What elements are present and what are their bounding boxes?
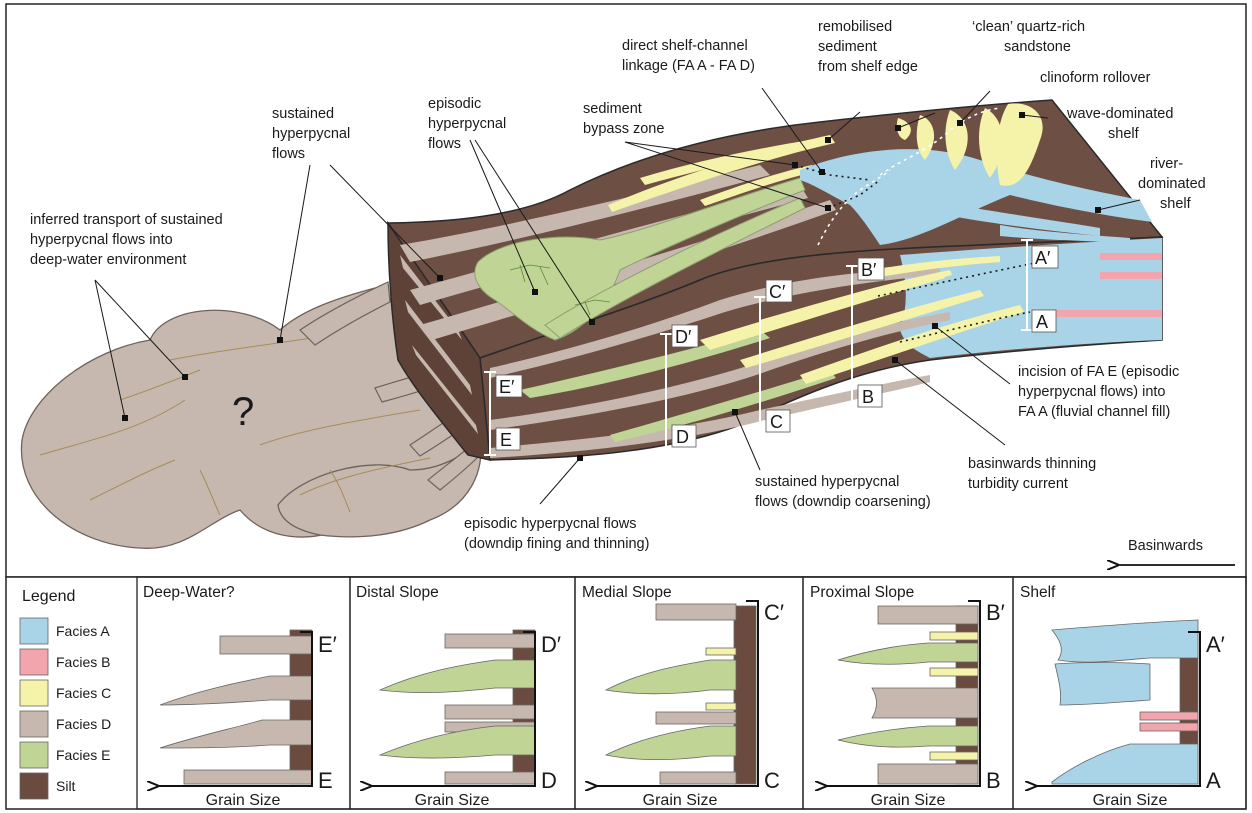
annotation-thinning-2: turbidity current <box>968 476 1068 492</box>
log-top-label: A′ <box>1206 632 1225 657</box>
label-e: E <box>500 430 512 450</box>
legend-label: Facies D <box>56 716 111 732</box>
grain-size-label: Grain Size <box>1093 792 1168 809</box>
log-top-label: E′ <box>318 632 337 657</box>
label-b: B <box>862 387 874 407</box>
annotation-incision-2: hyperpycnal flows) into <box>1018 384 1166 400</box>
deep-water-question-mark: ? <box>232 390 254 434</box>
panel-title: Proximal Slope <box>810 584 914 601</box>
annotation-coarsening-1: sustained hyperpycnal <box>755 474 899 490</box>
label-b-prime: B′ <box>861 260 877 280</box>
legend-label: Facies A <box>56 623 110 639</box>
legend-swatch <box>20 680 48 706</box>
annotation-river-1: river- <box>1150 156 1183 172</box>
annotation-bypass-2: bypass zone <box>583 121 664 137</box>
annotation-incision-1: incision of FA E (episodic <box>1018 364 1179 380</box>
label-c-prime: C′ <box>769 282 786 302</box>
annotation-inferred-transport-3: deep-water environment <box>30 252 186 268</box>
annotation-coarsening-2: flows (downdip coarsening) <box>755 494 931 510</box>
log-top-label: D′ <box>541 632 561 657</box>
label-c: C <box>770 412 783 432</box>
label-d-prime: D′ <box>675 327 692 347</box>
annotation-inferred-transport-1: inferred transport of sustained <box>30 212 223 228</box>
annotation-fining-2: (downdip fining and thinning) <box>464 536 649 552</box>
grain-size-label: Grain Size <box>643 792 718 809</box>
annotation-river-2: dominated <box>1138 176 1206 192</box>
legend-title: Legend <box>22 588 75 605</box>
log-bottom-label: A <box>1206 768 1221 793</box>
log-bottom-label: B <box>986 768 1001 793</box>
annotation-clean-1: ‘clean’ quartz-rich <box>972 19 1085 35</box>
annotation-river-3: shelf <box>1160 196 1192 212</box>
annotation-clean-2: sandstone <box>1004 39 1071 55</box>
annotation-wave-2: shelf <box>1108 126 1140 142</box>
label-a-prime: A′ <box>1035 248 1051 268</box>
legend-label: Silt <box>56 778 76 794</box>
grain-size-label: Grain Size <box>415 792 490 809</box>
label-e-prime: E′ <box>499 377 515 397</box>
annotation-fining-1: episodic hyperpycnal flows <box>464 516 636 532</box>
annotation-thinning-1: basinwards thinning <box>968 456 1096 472</box>
annotation-episodic-2: hyperpycnal <box>428 116 506 132</box>
legend-label: Facies E <box>56 747 110 763</box>
annotation-episodic-3: flows <box>428 136 461 152</box>
log-bottom-label: C <box>764 768 780 793</box>
legend-swatch <box>20 649 48 675</box>
annotation-bypass-1: sediment <box>583 101 642 117</box>
legend-label: Facies B <box>56 654 110 670</box>
annotation-sustained-1: sustained <box>272 106 334 122</box>
label-d: D <box>676 427 689 447</box>
annotation-linkage-1: direct shelf-channel <box>622 38 748 54</box>
log-bottom-label: E <box>318 768 333 793</box>
legend-swatch <box>20 711 48 737</box>
legend-swatch <box>20 742 48 768</box>
panel-title: Deep-Water? <box>143 584 235 601</box>
log-top-label: B′ <box>986 600 1005 625</box>
annotation-remobilised-1: remobilised <box>818 19 892 35</box>
legend-swatch <box>20 773 48 799</box>
annotation-remobilised-3: from shelf edge <box>818 59 918 75</box>
log-top-label: C′ <box>764 600 784 625</box>
annotation-wave-1: wave-dominated <box>1066 106 1173 122</box>
annotation-incision-3: FA A (fluvial channel fill) <box>1018 404 1170 420</box>
grain-size-label: Grain Size <box>206 792 281 809</box>
annotation-sustained-3: flows <box>272 146 305 162</box>
annotation-remobilised-2: sediment <box>818 39 877 55</box>
legend-label: Facies C <box>56 685 111 701</box>
annotation-episodic-1: episodic <box>428 96 481 112</box>
panel-title: Distal Slope <box>356 584 439 601</box>
panel-title: Medial Slope <box>582 584 672 601</box>
annotation-clinoform: clinoform rollover <box>1040 70 1151 86</box>
legend-swatch <box>20 618 48 644</box>
basinwards-label: Basinwards <box>1128 538 1203 554</box>
annotation-linkage-2: linkage (FA A - FA D) <box>622 58 755 74</box>
annotation-inferred-transport-2: hyperpycnal flows into <box>30 232 173 248</box>
panel-title: Shelf <box>1020 584 1056 601</box>
label-a: A <box>1036 312 1048 332</box>
grain-size-label: Grain Size <box>871 792 946 809</box>
annotation-sustained-2: hyperpycnal <box>272 126 350 142</box>
log-bottom-label: D <box>541 768 557 793</box>
